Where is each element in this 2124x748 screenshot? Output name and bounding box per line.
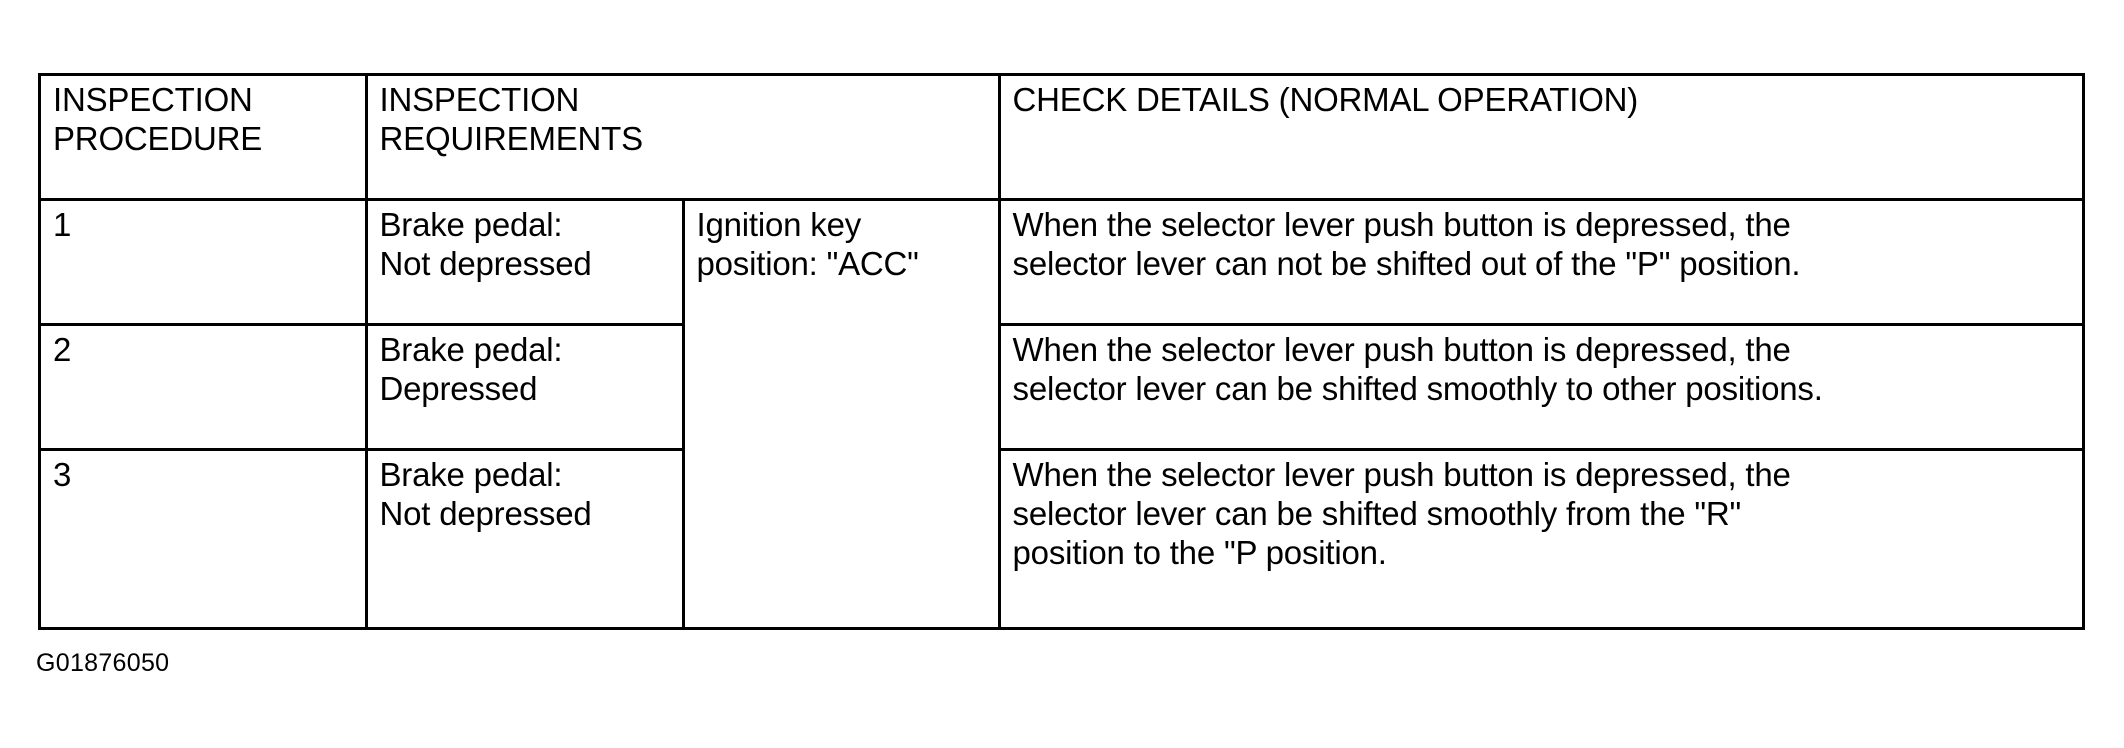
header-cell-inspection-requirements: INSPECTION REQUIREMENTS: [366, 76, 1001, 201]
header-cell-check-details: CHECK DETAILS (NORMAL OPERATION): [999, 76, 2082, 201]
figure-code-label: G01876050: [36, 649, 170, 677]
procedure-number-1: 1: [53, 205, 72, 243]
cell-check-detail: When the selector lever push button is d…: [999, 449, 2082, 627]
inspection-table-container: INSPECTION PROCEDURE INSPECTION REQUIREM…: [38, 73, 2085, 630]
cell-requirement-brake-pedal: Brake pedal: Not depressed: [366, 449, 685, 627]
table-row: 1 Brake pedal: Not depressed Ignition ke…: [41, 199, 2082, 627]
table-row: 3 Brake pedal: Not depressed When the se…: [41, 449, 2082, 627]
header-label-check-details: CHECK DETAILS (NORMAL OPERATION): [1012, 81, 1639, 118]
requirement-text-3: Brake pedal: Not depressed: [379, 456, 592, 533]
cell-requirement-brake-pedal: Brake pedal: Depressed: [366, 324, 685, 452]
cell-requirement-brake-pedal: Brake pedal: Not depressed: [366, 199, 685, 326]
table-header-row: INSPECTION PROCEDURE INSPECTION REQUIREM…: [41, 76, 2082, 201]
check-detail-text-2: When the selector lever push button is d…: [1012, 330, 1823, 407]
cell-procedure-number: 3: [41, 449, 368, 627]
header-label-inspection-procedure: INSPECTION PROCEDURE: [53, 81, 263, 157]
requirement-text-2: Brake pedal: Depressed: [379, 330, 563, 407]
procedure-number-3: 3: [53, 456, 72, 494]
check-detail-text-3: When the selector lever push button is d…: [1012, 456, 1791, 571]
ignition-key-condition-text: Ignition key position: "ACC": [696, 205, 919, 282]
check-detail-text-1: When the selector lever push button is d…: [1012, 205, 1801, 282]
cell-ignition-key-position: Ignition key position: "ACC": [683, 199, 1001, 627]
requirement-text-1: Brake pedal: Not depressed: [379, 205, 592, 282]
cell-check-detail: When the selector lever push button is d…: [999, 199, 2082, 326]
procedure-number-2: 2: [53, 330, 72, 368]
cell-check-detail: When the selector lever push button is d…: [999, 324, 2082, 452]
table-row: 2 Brake pedal: Depressed When the select…: [41, 324, 2082, 452]
header-cell-inspection-procedure: INSPECTION PROCEDURE: [41, 76, 368, 201]
cell-procedure-number: 1: [41, 199, 368, 326]
cell-procedure-number: 2: [41, 324, 368, 452]
header-label-inspection-requirements: INSPECTION REQUIREMENTS: [379, 81, 644, 157]
inspection-table: INSPECTION PROCEDURE INSPECTION REQUIREM…: [41, 76, 2082, 627]
